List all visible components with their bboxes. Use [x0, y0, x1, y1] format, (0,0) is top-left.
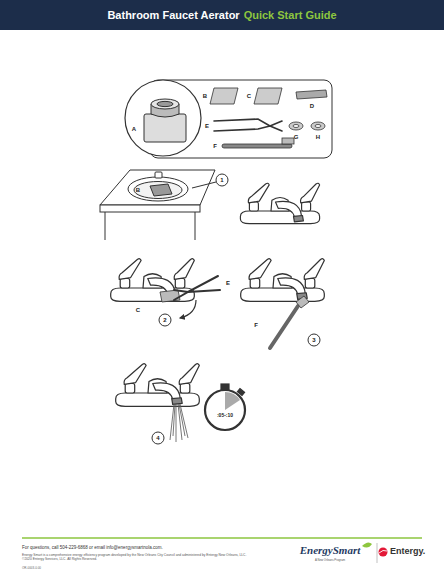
part-letter: F	[254, 322, 258, 329]
sink-drawing	[128, 177, 188, 201]
part-letter: F	[213, 143, 217, 150]
callout-circle	[308, 334, 320, 346]
water-stream	[170, 404, 188, 442]
callout-number: 3	[312, 337, 315, 344]
guide-subtitle: Quick Start Guide	[244, 9, 337, 21]
toothbrush-part	[222, 138, 294, 148]
guide-title: Bathroom Faucet Aerator	[107, 9, 239, 21]
washer-part	[293, 125, 299, 128]
callout-circle	[192, 182, 216, 188]
cloth-part	[210, 88, 282, 104]
form-code: OR-0003-0.00	[22, 567, 41, 570]
footer-rule	[22, 537, 422, 539]
pliers-part	[214, 119, 282, 131]
pliers-part	[270, 121, 282, 126]
toothbrush-part	[296, 296, 309, 308]
part-letter: A	[132, 126, 136, 133]
sink-drawing	[100, 205, 200, 212]
entergy-logo-mark	[379, 550, 387, 553]
callout-circle	[152, 432, 164, 444]
cloth-part	[210, 88, 238, 104]
part-letter: B	[203, 93, 207, 100]
logo-tagline: A New Orleans Program	[315, 559, 345, 562]
aerator-part	[144, 99, 186, 142]
faucet-drawing	[240, 183, 319, 223]
parts-panel	[125, 80, 201, 156]
sink-drawing	[100, 170, 215, 205]
sink-drawing	[195, 212, 196, 240]
aerator-part	[144, 114, 186, 142]
washer-part	[289, 122, 303, 130]
parts-panel	[125, 80, 332, 158]
water-stream	[180, 404, 188, 438]
aerator-part	[157, 101, 173, 106]
sink-drawing	[134, 182, 182, 199]
aerator-part	[151, 99, 179, 109]
logo-text: EnergySmart	[300, 544, 361, 556]
logo-divider	[377, 543, 378, 563]
callout-circle	[216, 174, 228, 186]
water-stream	[173, 404, 175, 436]
callout-number: 2	[163, 317, 166, 324]
callout-number: 1	[220, 177, 223, 184]
sink-drawing	[155, 172, 162, 178]
part-letter: B	[136, 187, 140, 194]
toothbrush-part	[270, 306, 298, 348]
pliers-part	[174, 290, 220, 300]
callout-circle	[192, 174, 228, 188]
turn-arrow	[180, 300, 196, 318]
washer-part	[311, 122, 325, 130]
energysmart-leaf	[362, 542, 372, 547]
part-letter: G	[294, 134, 299, 141]
logo-text: Entergy.	[390, 547, 425, 557]
callout-circle	[159, 314, 171, 326]
cloth-part	[160, 290, 180, 302]
toothbrush-part	[222, 144, 292, 148]
tape-part	[296, 90, 327, 99]
legal-text: Energy Smart is a comprehensive energy e…	[22, 554, 252, 561]
faucet-drawing	[241, 259, 325, 302]
cloth-part	[160, 290, 180, 302]
header-band	[0, 0, 444, 30]
toothbrush-part	[270, 296, 309, 348]
timer-text: :05-:10	[217, 413, 233, 419]
part-letter: H	[316, 134, 320, 141]
entergy-logo-mark	[379, 548, 388, 557]
sink-drawing	[150, 184, 172, 196]
stopwatch-drawing	[205, 384, 245, 430]
sink-drawing	[100, 170, 215, 240]
part-letter: C	[247, 93, 251, 100]
washer-part	[315, 125, 321, 128]
water-stream	[170, 404, 174, 440]
pliers-part	[214, 126, 270, 131]
pliers-part	[174, 276, 220, 300]
part-letter: C	[136, 307, 140, 314]
water-stream	[176, 404, 177, 442]
part-letter: E	[205, 123, 209, 130]
energysmart-leaf	[362, 542, 372, 547]
stopwatch-drawing	[205, 390, 245, 430]
pliers-part	[270, 126, 282, 131]
toothbrush-part	[282, 138, 294, 144]
pliers-part	[214, 119, 270, 126]
stopwatch-drawing	[225, 392, 240, 410]
callout-number: 4	[156, 435, 159, 442]
washer-part	[289, 122, 325, 130]
cloth-part	[254, 88, 282, 104]
entergy-logo-mark	[379, 548, 388, 557]
part-letter: D	[310, 103, 314, 110]
tape-part	[296, 90, 327, 99]
part-letter: E	[226, 280, 230, 287]
contact-text: For questions, call 504-229-6868 or emai…	[22, 546, 163, 551]
faucet-drawing	[116, 364, 200, 407]
sink-drawing	[105, 212, 106, 240]
water-stream	[179, 404, 185, 436]
